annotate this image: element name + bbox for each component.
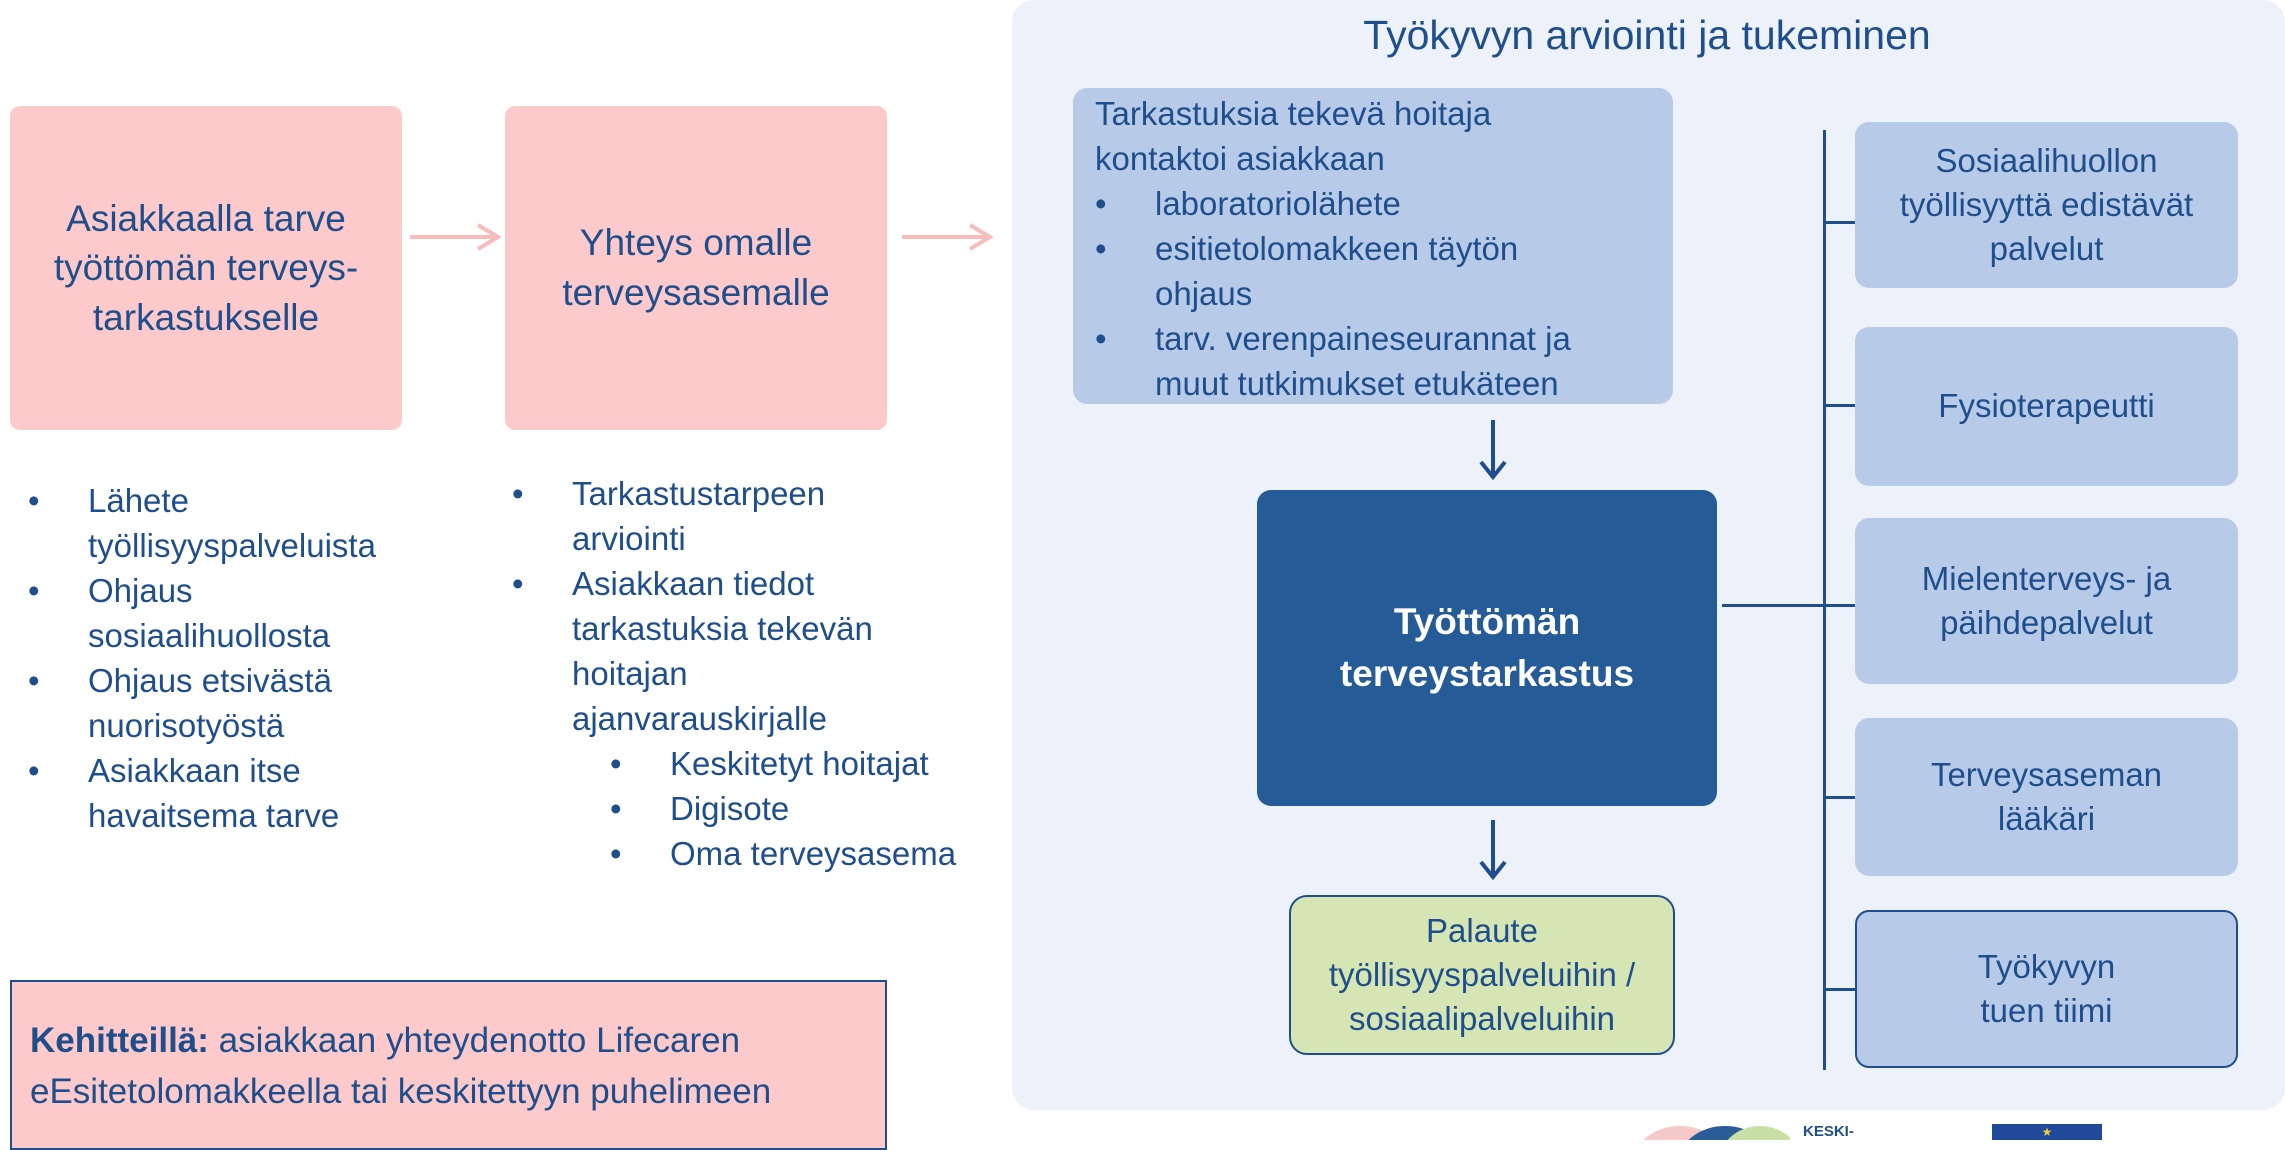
nurse-contact-bullets: laboratoriolähete esitietolomakkeen täyt… — [1095, 181, 1651, 406]
list-item: laboratoriolähete — [1095, 181, 1651, 226]
feedback-box: Palaute työllisyyspalveluihin / sosiaali… — [1289, 895, 1675, 1055]
list-item: Ohjaus etsivästä nuorisotyöstä — [28, 658, 398, 748]
service-label: Fysioterapeutti — [1938, 387, 2155, 425]
nurse-contact-box: Tarkastuksia tekevä hoitaja kontaktoi as… — [1073, 88, 1673, 404]
step-contact-health-station: Yhteys omalle terveysasemalle — [505, 106, 887, 430]
service-mental-health: Mielenterveys- ja päihdepalvelut — [1855, 518, 2238, 684]
arrow-down-icon — [1479, 820, 1507, 880]
unemployed-health-check-box: Työttömän terveystarkastus — [1257, 490, 1717, 806]
connector-horizontal — [1722, 604, 1825, 607]
organization-logo-icon — [1643, 1126, 1790, 1140]
arrow-right-icon — [410, 223, 502, 251]
callout-text: asiakkaan yhteydenotto Lifecaren eEsitet… — [30, 1021, 772, 1111]
panel-title: Työkyvyn arviointi ja tukeminen — [1363, 12, 1931, 58]
service-label: Mielenterveys- ja päihdepalvelut — [1921, 559, 2172, 641]
eu-flag-icon: ★ — [1992, 1124, 2102, 1140]
step-customer-need-bullets: Lähete työllisyyspalveluista Ohjaus sosi… — [28, 478, 398, 838]
feedback-label: Palaute työllisyyspalveluihin / sosiaali… — [1328, 911, 1636, 1038]
service-social-employment: Sosiaalihuollon työllisyyttä edistävät p… — [1855, 122, 2238, 288]
unemployed-health-check-label: Työttömän terveystarkastus — [1339, 601, 1635, 694]
list-item: Lähete työllisyyspalveluista — [28, 478, 398, 568]
service-health-station-doctor: Terveysaseman lääkäri — [1855, 718, 2238, 876]
arrow-down-icon — [1479, 420, 1507, 480]
list-item: Keskitetyt hoitajat — [610, 741, 1010, 786]
connector-vertical — [1823, 130, 1826, 1070]
service-label: Työkyvyn tuen tiimi — [1977, 947, 2116, 1029]
arrow-right-icon — [902, 223, 994, 251]
step-customer-need-label: Asiakkaalla tarve työttömän terveys-tark… — [53, 197, 359, 338]
connector-branch — [1823, 221, 1855, 224]
service-physiotherapist: Fysioterapeutti — [1855, 327, 2238, 486]
list-item: Ohjaus sosiaalihuollosta — [28, 568, 398, 658]
list-item: Asiakkaan tiedot tarkastuksia tekevän ho… — [512, 561, 892, 741]
step-customer-need: Asiakkaalla tarve työttömän terveys-tark… — [10, 106, 402, 430]
list-item: Digisote — [610, 786, 1010, 831]
list-item: esitietolomakkeen täytön ohjaus — [1095, 226, 1555, 316]
organization-logo-text: KESKI- — [1803, 1123, 1854, 1140]
list-item: Tarkastustarpeen arviointi — [512, 471, 892, 561]
step-contact-subbullets: Keskitetyt hoitajat Digisote Oma terveys… — [610, 741, 1010, 876]
nurse-contact-intro: Tarkastuksia tekevä hoitaja kontaktoi as… — [1095, 95, 1492, 177]
service-label: Terveysaseman lääkäri — [1930, 755, 2163, 837]
service-label: Sosiaalihuollon työllisyyttä edistävät p… — [1899, 141, 2194, 268]
connector-branch — [1823, 404, 1855, 407]
list-item: Oma terveysasema — [610, 831, 1010, 876]
list-item: tarv. verenpaineseurannat ja muut tutkim… — [1095, 316, 1615, 406]
connector-branch — [1823, 988, 1855, 991]
step-contact-bullets: Tarkastustarpeen arviointi Asiakkaan tie… — [512, 471, 892, 741]
development-callout: Kehitteillä: asiakkaan yhteydenotto Life… — [10, 980, 887, 1150]
callout-bold-label: Kehitteillä: — [30, 1021, 209, 1060]
service-work-ability-team: Työkyvyn tuen tiimi — [1855, 910, 2238, 1068]
step-contact-health-station-label: Yhteys omalle terveysasemalle — [562, 222, 830, 313]
connector-branch — [1823, 796, 1855, 799]
connector-branch — [1823, 604, 1855, 607]
list-item: Asiakkaan itse havaitsema tarve — [28, 748, 398, 838]
